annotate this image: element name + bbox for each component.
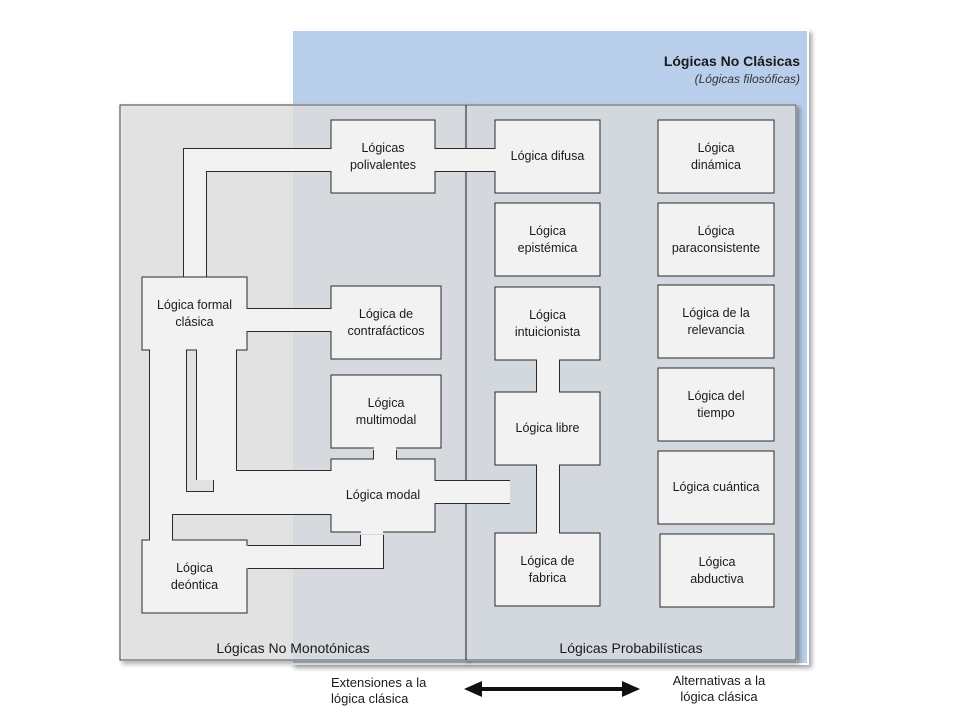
node-label-deontica: Lógica deóntica — [170, 560, 219, 592]
node-tiempo — [657, 367, 775, 442]
probabilistic-title: Lógicas Probabilísticas — [559, 640, 702, 656]
node-label-abductiva: Lógica abductiva — [690, 554, 744, 586]
node-label-polivalentes: Lógicas polivalentes — [349, 140, 416, 172]
node-modal — [330, 458, 436, 533]
node-abductiva — [659, 533, 775, 608]
node-label-multimodal: Lógica multimodal — [355, 395, 417, 427]
node-label-relevancia: Lógica de la relevancia — [682, 305, 750, 337]
connectors — [149, 148, 560, 569]
alternatives-label: Alternativas a la lógica clásica — [672, 673, 766, 704]
node-label-libre: Lógica libre — [515, 421, 580, 435]
node-formal-clasica — [141, 276, 248, 351]
node-label-formal-clasica: Lógica formal clásica — [156, 297, 233, 329]
node-multimodal — [330, 374, 442, 449]
node-paraconsistente — [657, 202, 775, 277]
double-arrow-icon — [464, 681, 640, 697]
node-label-paraconsistente: Lógica paraconsistente — [671, 223, 761, 255]
region-border — [119, 104, 797, 661]
node-intuicionista — [494, 286, 601, 361]
node-epistemica — [494, 202, 601, 277]
node-fabrica — [494, 532, 601, 607]
node-cuantica — [657, 450, 775, 525]
node-label-fabrica: Lógica de fabrica — [520, 553, 575, 585]
node-label-cuantica: Lógica cuántica — [672, 480, 760, 494]
node-label-difusa: Lógica difusa — [510, 149, 585, 163]
node-label-modal: Lógica modal — [345, 488, 421, 502]
nodes — [141, 119, 775, 614]
non-classical-title: Lógicas No Clásicas — [664, 53, 800, 69]
node-deontica — [141, 539, 248, 614]
node-label-intuicionista: Lógica intuicionista — [514, 307, 581, 339]
node-contrafacticos — [330, 285, 442, 360]
node-relevancia — [657, 284, 775, 359]
node-label-tiempo: Lógica del tiempo — [687, 388, 745, 420]
non-classical-subtitle: (Lógicas filosóficas) — [695, 72, 800, 86]
node-label-contrafacticos: Lógica de contrafácticos — [347, 306, 425, 338]
node-label-dinamica: Lógica dinámica — [690, 140, 742, 172]
connector-joins — [150, 149, 559, 568]
node-label-epistemica: Lógica epistémica — [517, 223, 578, 255]
node-libre — [494, 391, 601, 466]
extensions-label: Extensiones a la lógica clásica — [331, 675, 427, 706]
node-dinamica — [657, 119, 775, 194]
non-monotonic-title: Lógicas No Monotónicas — [216, 640, 369, 656]
